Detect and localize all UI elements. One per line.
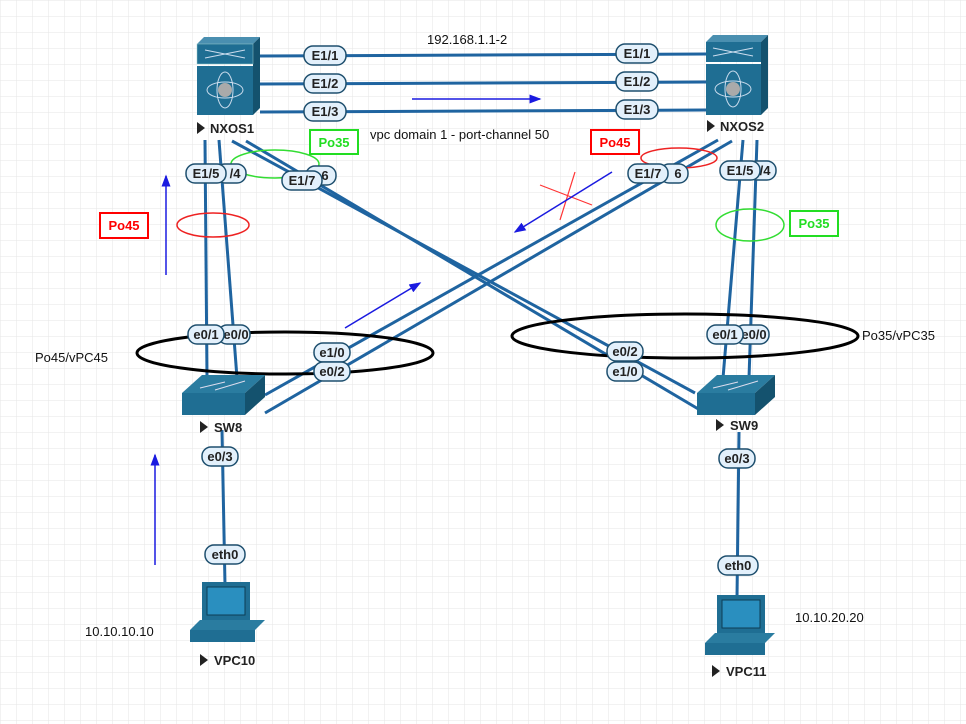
play-icon xyxy=(716,419,724,431)
annotations: 192.168.1.1-2 vpc domain 1 - port-channe… xyxy=(35,32,935,639)
svg-text:E1/7: E1/7 xyxy=(289,173,316,188)
port-sw8-e10: e1/0 xyxy=(313,342,351,363)
svg-text:E1/2: E1/2 xyxy=(624,74,651,89)
svg-text:e1/0: e1/0 xyxy=(319,345,344,360)
port-vpc10-eth0: eth0 xyxy=(204,544,246,565)
play-icon xyxy=(200,654,208,666)
svg-text:/4: /4 xyxy=(760,163,772,178)
port-nxos1-e15: E1/5 xyxy=(185,163,227,184)
svg-text:E1/2: E1/2 xyxy=(312,76,339,91)
sw9-device[interactable] xyxy=(697,375,775,415)
vpc11-device[interactable] xyxy=(705,595,775,655)
svg-text:E1/7: E1/7 xyxy=(635,166,662,181)
po35-tag-top: Po35 xyxy=(309,129,359,155)
vpc11-ip-label: 10.10.20.20 xyxy=(795,610,864,625)
svg-text:e0/0: e0/0 xyxy=(741,327,766,342)
po45-tag-left: Po45 xyxy=(99,212,149,239)
port-sw9-e03: e0/3 xyxy=(718,448,756,469)
svg-text:6: 6 xyxy=(321,168,328,183)
port-nxos2-e12: E1/2 xyxy=(615,71,659,92)
po35-tag-right: Po35 xyxy=(789,210,839,237)
svg-text:E1/1: E1/1 xyxy=(312,48,339,63)
svg-text:eth0: eth0 xyxy=(212,547,239,562)
play-icon xyxy=(200,421,208,433)
sw8-device[interactable] xyxy=(182,375,265,415)
svg-text:E1/5: E1/5 xyxy=(193,166,220,181)
port-nxos2-e13: E1/3 xyxy=(615,99,659,120)
svg-text:e0/1: e0/1 xyxy=(712,327,737,342)
svg-text:eth0: eth0 xyxy=(725,558,752,573)
port-nxos1-e11: E1/1 xyxy=(303,45,347,66)
blocked-x-icon xyxy=(539,171,593,221)
svg-text:e0/3: e0/3 xyxy=(207,449,232,464)
nxos2-label: NXOS2 xyxy=(720,119,764,134)
port-nxos2-e15: E1/5 xyxy=(719,160,761,181)
port-sw8-e03: e0/3 xyxy=(201,446,239,467)
po45-vpc45-label: Po45/vPC45 xyxy=(35,350,108,365)
port-vpc11-eth0: eth0 xyxy=(717,555,759,576)
nxos1-label: NXOS1 xyxy=(210,121,254,136)
device-labels: NXOS1 NXOS2 SW8 SW9 VPC10 VPC11 xyxy=(197,119,766,679)
peer-ip-label: 192.168.1.1-2 xyxy=(427,32,507,47)
port-sw8-e01: e0/1 xyxy=(187,324,225,345)
sw8-label: SW8 xyxy=(214,420,242,435)
port-labels: E1/1 E1/2 E1/3 E1/1 E1/2 E1/3 /4 E1/5 6 … xyxy=(185,43,777,576)
svg-text:Po45: Po45 xyxy=(599,135,630,150)
port-sw9-e01: e0/1 xyxy=(706,324,744,345)
port-nxos2-e17: E1/7 xyxy=(627,163,669,184)
po45-ellipse-nxos1 xyxy=(176,212,250,238)
port-nxos1-e12: E1/2 xyxy=(303,73,347,94)
sw9-label: SW9 xyxy=(730,418,758,433)
vpc45-ellipse xyxy=(135,330,435,376)
po35-vpc35-label: Po35/vPC35 xyxy=(862,328,935,343)
nxos2-device[interactable] xyxy=(706,35,768,115)
play-icon xyxy=(197,122,205,134)
vpc10-ip-label: 10.10.10.10 xyxy=(85,624,154,639)
port-sw9-e10: e1/0 xyxy=(606,361,644,382)
svg-text:/4: /4 xyxy=(230,166,242,181)
arrow-up-right-icon xyxy=(344,282,422,329)
traffic-arrows xyxy=(150,94,613,565)
vpc-domain-label: vpc domain 1 - port-channel 50 xyxy=(370,127,549,142)
nxos1-device[interactable] xyxy=(196,37,260,115)
svg-text:e0/2: e0/2 xyxy=(612,344,637,359)
svg-text:Po45: Po45 xyxy=(108,218,139,233)
vpc10-device[interactable] xyxy=(190,582,265,642)
port-sw9-e02: e0/2 xyxy=(606,341,644,362)
svg-text:E1/3: E1/3 xyxy=(624,102,651,117)
arrow-down-left-icon xyxy=(513,171,613,233)
vpc10-label: VPC10 xyxy=(214,653,255,668)
svg-text:e0/2: e0/2 xyxy=(319,364,344,379)
svg-text:e0/1: e0/1 xyxy=(193,327,218,342)
play-icon xyxy=(707,120,715,132)
po45-tag-top: Po45 xyxy=(590,129,640,155)
svg-text:Po35: Po35 xyxy=(798,216,829,231)
vpc35-ellipse xyxy=(510,312,860,360)
vpc11-label: VPC11 xyxy=(726,664,766,679)
port-sw8-e02: e0/2 xyxy=(313,361,351,382)
svg-text:6: 6 xyxy=(674,166,681,181)
svg-text:E1/5: E1/5 xyxy=(727,163,754,178)
svg-text:E1/3: E1/3 xyxy=(312,104,339,119)
svg-text:E1/1: E1/1 xyxy=(624,46,651,61)
play-icon xyxy=(712,665,720,677)
svg-text:e0/0: e0/0 xyxy=(223,327,248,342)
po35-ellipse-nxos2 xyxy=(715,208,785,242)
svg-text:e0/3: e0/3 xyxy=(724,451,749,466)
svg-text:e1/0: e1/0 xyxy=(612,364,637,379)
svg-text:Po35: Po35 xyxy=(318,135,349,150)
port-nxos1-e13: E1/3 xyxy=(303,101,347,122)
port-nxos1-e17: E1/7 xyxy=(281,170,323,191)
port-nxos2-e11: E1/1 xyxy=(615,43,659,64)
